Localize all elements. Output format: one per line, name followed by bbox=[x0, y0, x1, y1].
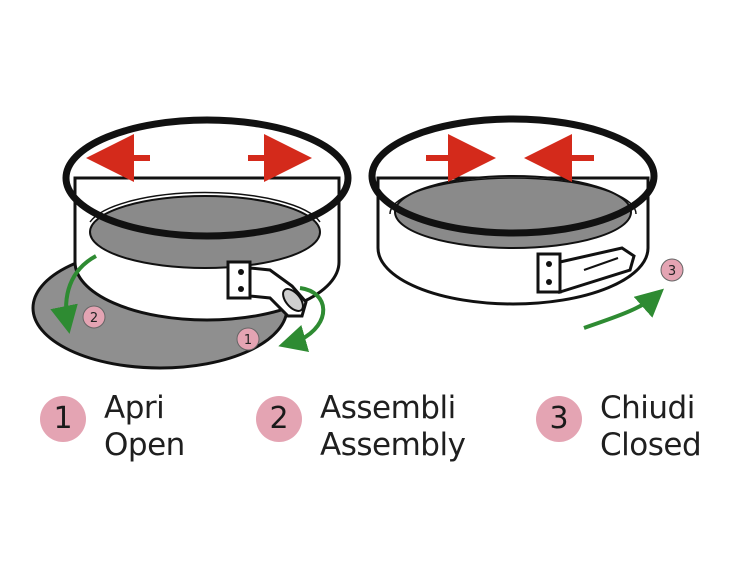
green-curved-arrow-icon bbox=[278, 286, 326, 352]
closed-step-badge: 3 bbox=[660, 258, 684, 282]
legend-label-italian: Assembli bbox=[320, 390, 456, 426]
latch-icon bbox=[536, 246, 636, 295]
svg-text:1: 1 bbox=[244, 333, 252, 348]
open-step-badge: 1 bbox=[236, 327, 260, 351]
pan-inner-floor bbox=[89, 195, 321, 269]
legend-label-english: Closed bbox=[600, 427, 702, 463]
pan-rim bbox=[368, 115, 658, 237]
assembly-step-badge: 2 bbox=[82, 305, 106, 329]
green-curved-arrow-icon bbox=[50, 254, 97, 334]
legend-number-badge: 1 bbox=[40, 396, 86, 442]
legend-label-english: Assembly bbox=[320, 427, 466, 463]
svg-text:3: 3 bbox=[668, 264, 676, 279]
pan-rim bbox=[62, 116, 352, 240]
legend-number-badge: 3 bbox=[536, 396, 582, 442]
svg-text:2: 2 bbox=[90, 311, 98, 326]
springform-pan-open-icon bbox=[31, 116, 352, 370]
legend-label-english: Open bbox=[104, 427, 185, 463]
legend-label-italian: Apri bbox=[104, 390, 165, 426]
legend-label-italian: Chiudi bbox=[600, 390, 695, 426]
green-curved-arrow-icon bbox=[583, 288, 664, 330]
latch-icon bbox=[226, 260, 308, 318]
springform-pan-closed-icon bbox=[368, 115, 658, 306]
legend-number-badge: 2 bbox=[256, 396, 302, 442]
